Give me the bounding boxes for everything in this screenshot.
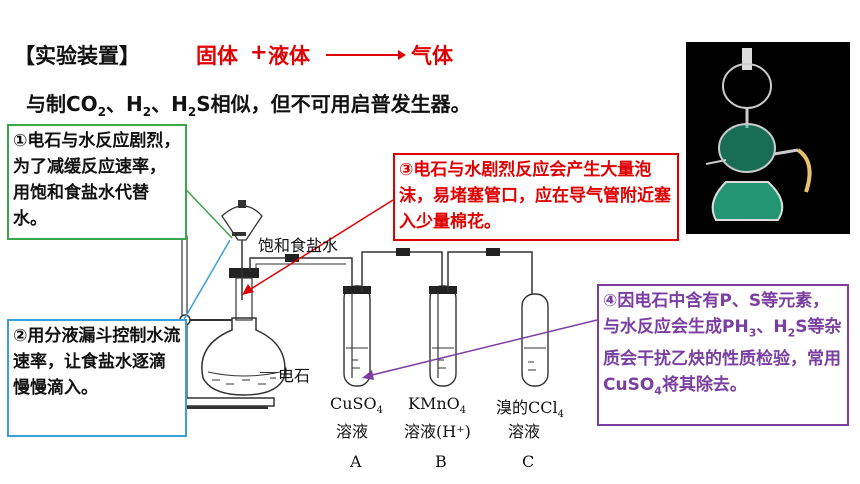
tube-a-solution: 溶液	[336, 422, 369, 441]
tube-b-stopper	[429, 286, 457, 294]
flask-liquid-line	[207, 371, 281, 377]
note4-pointer	[367, 319, 598, 377]
tube-a-letter: A	[350, 452, 362, 471]
funnel-stopper	[238, 200, 246, 208]
section-title: 【实验装置】	[14, 44, 140, 68]
stand-base	[177, 397, 275, 407]
reactant-liquid: 液体	[268, 44, 310, 68]
funnel-stopcock	[232, 232, 246, 236]
test-tube-a	[343, 285, 371, 387]
reactant-solid: 固体	[196, 44, 238, 68]
reaction-arrow-icon	[326, 50, 406, 60]
tube-c-reagent: 溴的CCl4	[496, 398, 564, 421]
note-4: ④因电石中含有P、S等元素，与水反应会生成PH3、H2S等杂质会干扰乙炔的性质检…	[597, 284, 849, 426]
tube-connector-2	[396, 248, 410, 256]
tube-b-letter: B	[435, 452, 447, 471]
test-tube-b	[429, 285, 457, 387]
note-1: ①电石与水反应剧烈，为了减缓反应速率，用饱和食盐水代替水。	[7, 124, 187, 240]
stopper	[229, 268, 259, 278]
brine-label: 饱和食盐水	[258, 236, 339, 255]
tube-connector-3	[486, 248, 500, 256]
flask	[201, 317, 286, 396]
tube-c-letter: C	[522, 452, 535, 471]
tube-c-solution: 溶液	[508, 422, 541, 441]
tube-b-reagent: KMnO4	[408, 394, 467, 417]
stand-foot	[184, 406, 268, 409]
note-3: ③电石与水剧烈反应会产生大量泡沫，易堵塞管口，应在导气管附近塞入少量棉花。	[393, 153, 679, 241]
carbide-pieces	[212, 377, 276, 385]
note-2: ②用分液漏斗控制水流速率，让食盐水逐滴慢慢滴入。	[7, 319, 187, 437]
separatory-funnel	[221, 205, 263, 241]
carbide-label-line	[260, 372, 278, 373]
test-tube-c	[521, 293, 549, 387]
plus-sign: +	[250, 40, 268, 64]
apparatus-photo	[686, 42, 850, 234]
carbide-label: 电石	[278, 366, 311, 385]
note3-pointer	[245, 199, 394, 293]
delivery-tube-1	[249, 257, 353, 292]
product-gas: 气体	[411, 44, 453, 68]
tube-a-reagent: CuSO4	[330, 394, 383, 417]
tube-connector-1	[285, 254, 299, 262]
flask-neck	[235, 277, 253, 321]
subtitle: 与制CO2、H2、H2S相似，但不可用启普发生器。	[26, 92, 471, 119]
tube-b-solution: 溶液(H⁺)	[404, 422, 471, 441]
tube-a-stopper	[343, 286, 371, 294]
